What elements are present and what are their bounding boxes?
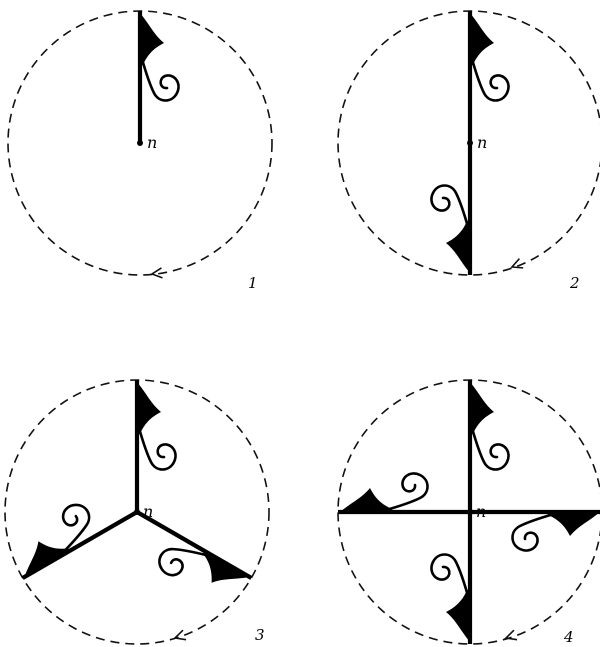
- spiral-arm: [137, 380, 176, 512]
- panel-number: 1: [248, 274, 258, 292]
- spiral-arm: [470, 512, 600, 551]
- panel-2: n 2: [338, 11, 600, 292]
- panel-1: n 1: [8, 11, 272, 292]
- center-label: n: [476, 502, 486, 521]
- panel-4: n 4: [338, 380, 600, 646]
- center-point: [467, 140, 473, 146]
- center-label: n: [477, 133, 487, 152]
- spiral-arm: [140, 11, 179, 143]
- rotation-arrow-icon: [504, 630, 517, 643]
- spiral-arm: [3, 479, 137, 578]
- panel-3: n 3: [3, 380, 269, 644]
- rotation-arrow-icon: [173, 630, 186, 643]
- spiral-arm: [431, 143, 470, 275]
- spiral-arm: [470, 380, 509, 512]
- panel-number: 4: [563, 628, 574, 646]
- center-point: [134, 509, 140, 515]
- panel-number: 3: [255, 626, 265, 644]
- spiral-arm: [338, 473, 470, 512]
- spiral-arm: [118, 512, 252, 611]
- panel-number: 2: [569, 274, 580, 292]
- center-label: n: [143, 502, 153, 521]
- spiral-arm: [431, 512, 470, 644]
- spiral-arm: [470, 11, 509, 143]
- center-point: [467, 509, 473, 515]
- center-point: [137, 140, 143, 146]
- center-label: n: [147, 133, 157, 152]
